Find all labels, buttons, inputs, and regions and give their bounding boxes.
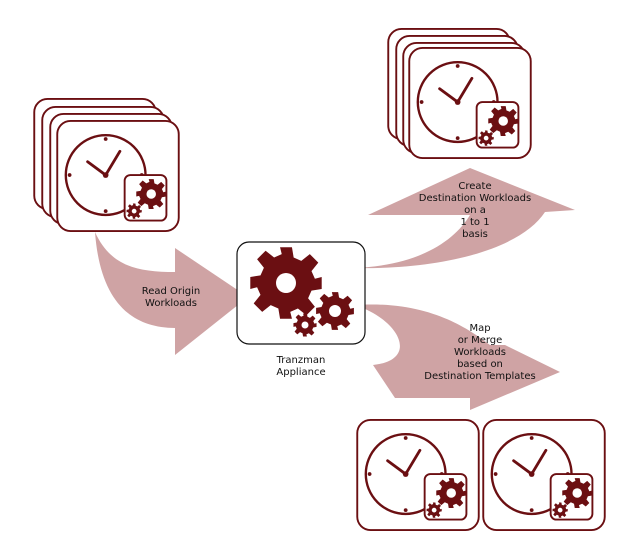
merged-workload-1 — [357, 420, 478, 530]
appliance-label: Tranzman Appliance — [276, 355, 326, 378]
read-origin-label: Read Origin Workloads — [141, 286, 201, 309]
clock-with-gear-icon — [409, 48, 530, 158]
create-destination-arrow — [352, 168, 575, 269]
destination-workload-stack — [388, 29, 530, 158]
clock-with-gear-icon — [357, 420, 478, 530]
map-merge-arrow — [355, 304, 560, 410]
clock-with-gear-icon — [483, 420, 604, 530]
create-destination-label: Create Destination Workloads on a 1 to 1… — [418, 181, 532, 240]
clock-with-gear-icon — [57, 121, 178, 231]
read-origin-arrow — [95, 232, 248, 355]
merged-workload-2 — [483, 420, 604, 530]
origin-workload-stack — [34, 99, 178, 231]
map-merge-label: Map or Merge Workloads based on Destinat… — [424, 323, 536, 382]
gears-icon — [250, 247, 354, 337]
tranzman-appliance — [236, 241, 366, 345]
